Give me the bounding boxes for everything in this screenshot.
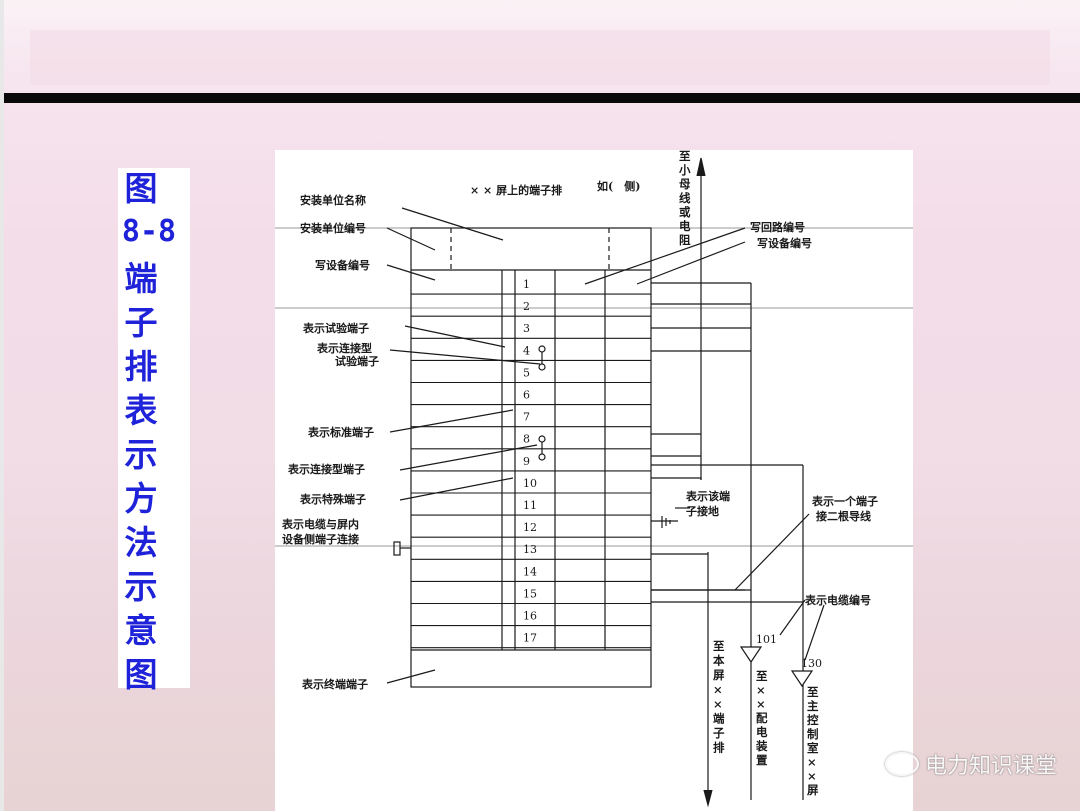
vertical-char: 子 — [713, 726, 725, 740]
label-two-wire-1: 表示一个端子 — [811, 494, 878, 508]
terminal-number: 7 — [523, 411, 530, 424]
label-conn-term: 表示连接型端子 — [287, 462, 365, 476]
vertical-char: 电 — [756, 725, 768, 739]
vertical-char: 屏 — [807, 783, 819, 797]
label-cable-no: 表示电缆编号 — [804, 593, 871, 607]
vertical-char: 至 — [807, 685, 819, 699]
vertical-char: × — [807, 769, 817, 783]
terminal-number: 10 — [523, 477, 537, 490]
vertical-char: 阻 — [679, 233, 691, 247]
title-char: 表 — [124, 391, 158, 430]
left-edge — [0, 0, 4, 811]
title-char: 方 — [124, 479, 158, 518]
terminal-number: 8 — [523, 433, 530, 446]
terminal-number: 3 — [523, 322, 530, 335]
title-char: 子 — [124, 303, 158, 342]
vertical-char: 置 — [756, 753, 768, 767]
cable-number-130: 130 — [801, 657, 822, 670]
terminal-number: 14 — [523, 565, 537, 578]
vertical-char: × — [713, 683, 723, 697]
label-write-loop: 写回路编号 — [750, 220, 805, 234]
header-side: 如( 侧) — [597, 179, 640, 193]
header-text: × × 屏上的端子排 — [470, 183, 562, 197]
terminal-number: 15 — [523, 587, 537, 600]
vertical-char: 屏 — [713, 668, 725, 682]
title-char: 图 — [124, 169, 158, 208]
title-char: 端 — [124, 259, 158, 298]
terminal-number: 12 — [523, 521, 537, 534]
vertical-char: 至 — [679, 150, 691, 163]
label-conn-test-1: 表示连接型 — [316, 341, 372, 355]
terminal-number: 11 — [523, 499, 537, 512]
top-band — [30, 30, 1050, 85]
wechat-icon — [885, 752, 919, 776]
terminal-number: 4 — [523, 344, 530, 357]
label-test-term: 表示试验端子 — [302, 321, 369, 335]
vertical-char: × — [756, 697, 766, 711]
label-cable-conn-2: 设备侧端子连接 — [282, 532, 359, 546]
terminal-number: 6 — [523, 389, 530, 402]
terminal-number: 5 — [523, 366, 530, 379]
label-write-dev: 写设备编号 — [315, 258, 370, 272]
vertical-char: 线 — [679, 191, 691, 205]
label-conn-test-2: 试验端子 — [335, 354, 379, 368]
title-panel — [118, 168, 190, 688]
terminal-number: 9 — [523, 455, 530, 468]
label-write-dev-no: 写设备编号 — [757, 236, 812, 250]
label-ground-2: 子接地 — [686, 504, 719, 518]
label-end-term: 表示终端端子 — [301, 677, 368, 691]
vertical-char: × — [756, 683, 766, 697]
cable-number-101: 101 — [756, 633, 777, 646]
vertical-char: 控 — [807, 713, 819, 727]
vertical-char: 母 — [679, 177, 691, 191]
vertical-char: 排 — [713, 741, 725, 755]
title-char: 意 — [124, 611, 158, 650]
terminal-number: 17 — [523, 632, 537, 645]
title-char: 排 — [124, 347, 158, 386]
label-two-wire-2: 接二根导线 — [816, 509, 871, 523]
label-ground-1: 表示该端 — [685, 489, 730, 503]
vertical-char: × — [713, 697, 723, 711]
terminal-number: 1 — [523, 278, 530, 291]
vertical-char: 制 — [807, 727, 819, 741]
vertical-char: 或 — [679, 205, 691, 219]
title-char: 示 — [124, 567, 158, 606]
title-char: 法 — [124, 523, 158, 562]
vertical-char: 端 — [713, 712, 725, 726]
title-char: 图 — [124, 655, 158, 694]
vertical-char: 主 — [807, 699, 819, 713]
watermark: 电力知识课堂 — [885, 748, 1057, 780]
vertical-label-to-this-panel: 至本屏××端子排 — [713, 639, 725, 755]
label-install-name: 安装单位名称 — [300, 193, 366, 207]
vertical-char: 小 — [678, 163, 691, 177]
title-char: 8-8 — [121, 214, 177, 249]
vertical-char: 电 — [679, 219, 691, 233]
watermark-text: 电力知识课堂 — [925, 754, 1058, 779]
label-std-term: 表示标准端子 — [307, 425, 374, 439]
vertical-char: 至 — [756, 669, 768, 683]
terminal-number: 16 — [523, 610, 537, 623]
label-install-no: 安装单位编号 — [300, 221, 366, 235]
label-special-term: 表示特殊端子 — [299, 492, 366, 506]
label-cable-conn-1: 表示电缆与屏内 — [281, 517, 359, 531]
terminal-number: 2 — [523, 300, 530, 313]
vertical-char: × — [807, 755, 817, 769]
vertical-char: 本 — [713, 654, 725, 668]
title-char: 示 — [124, 435, 158, 474]
vertical-char: 装 — [755, 739, 768, 753]
terminal-number: 13 — [523, 543, 537, 556]
vertical-char: 室 — [807, 741, 819, 755]
vertical-char: 至 — [713, 639, 725, 653]
vertical-char: 配 — [756, 711, 768, 725]
header-rule — [0, 93, 1080, 103]
